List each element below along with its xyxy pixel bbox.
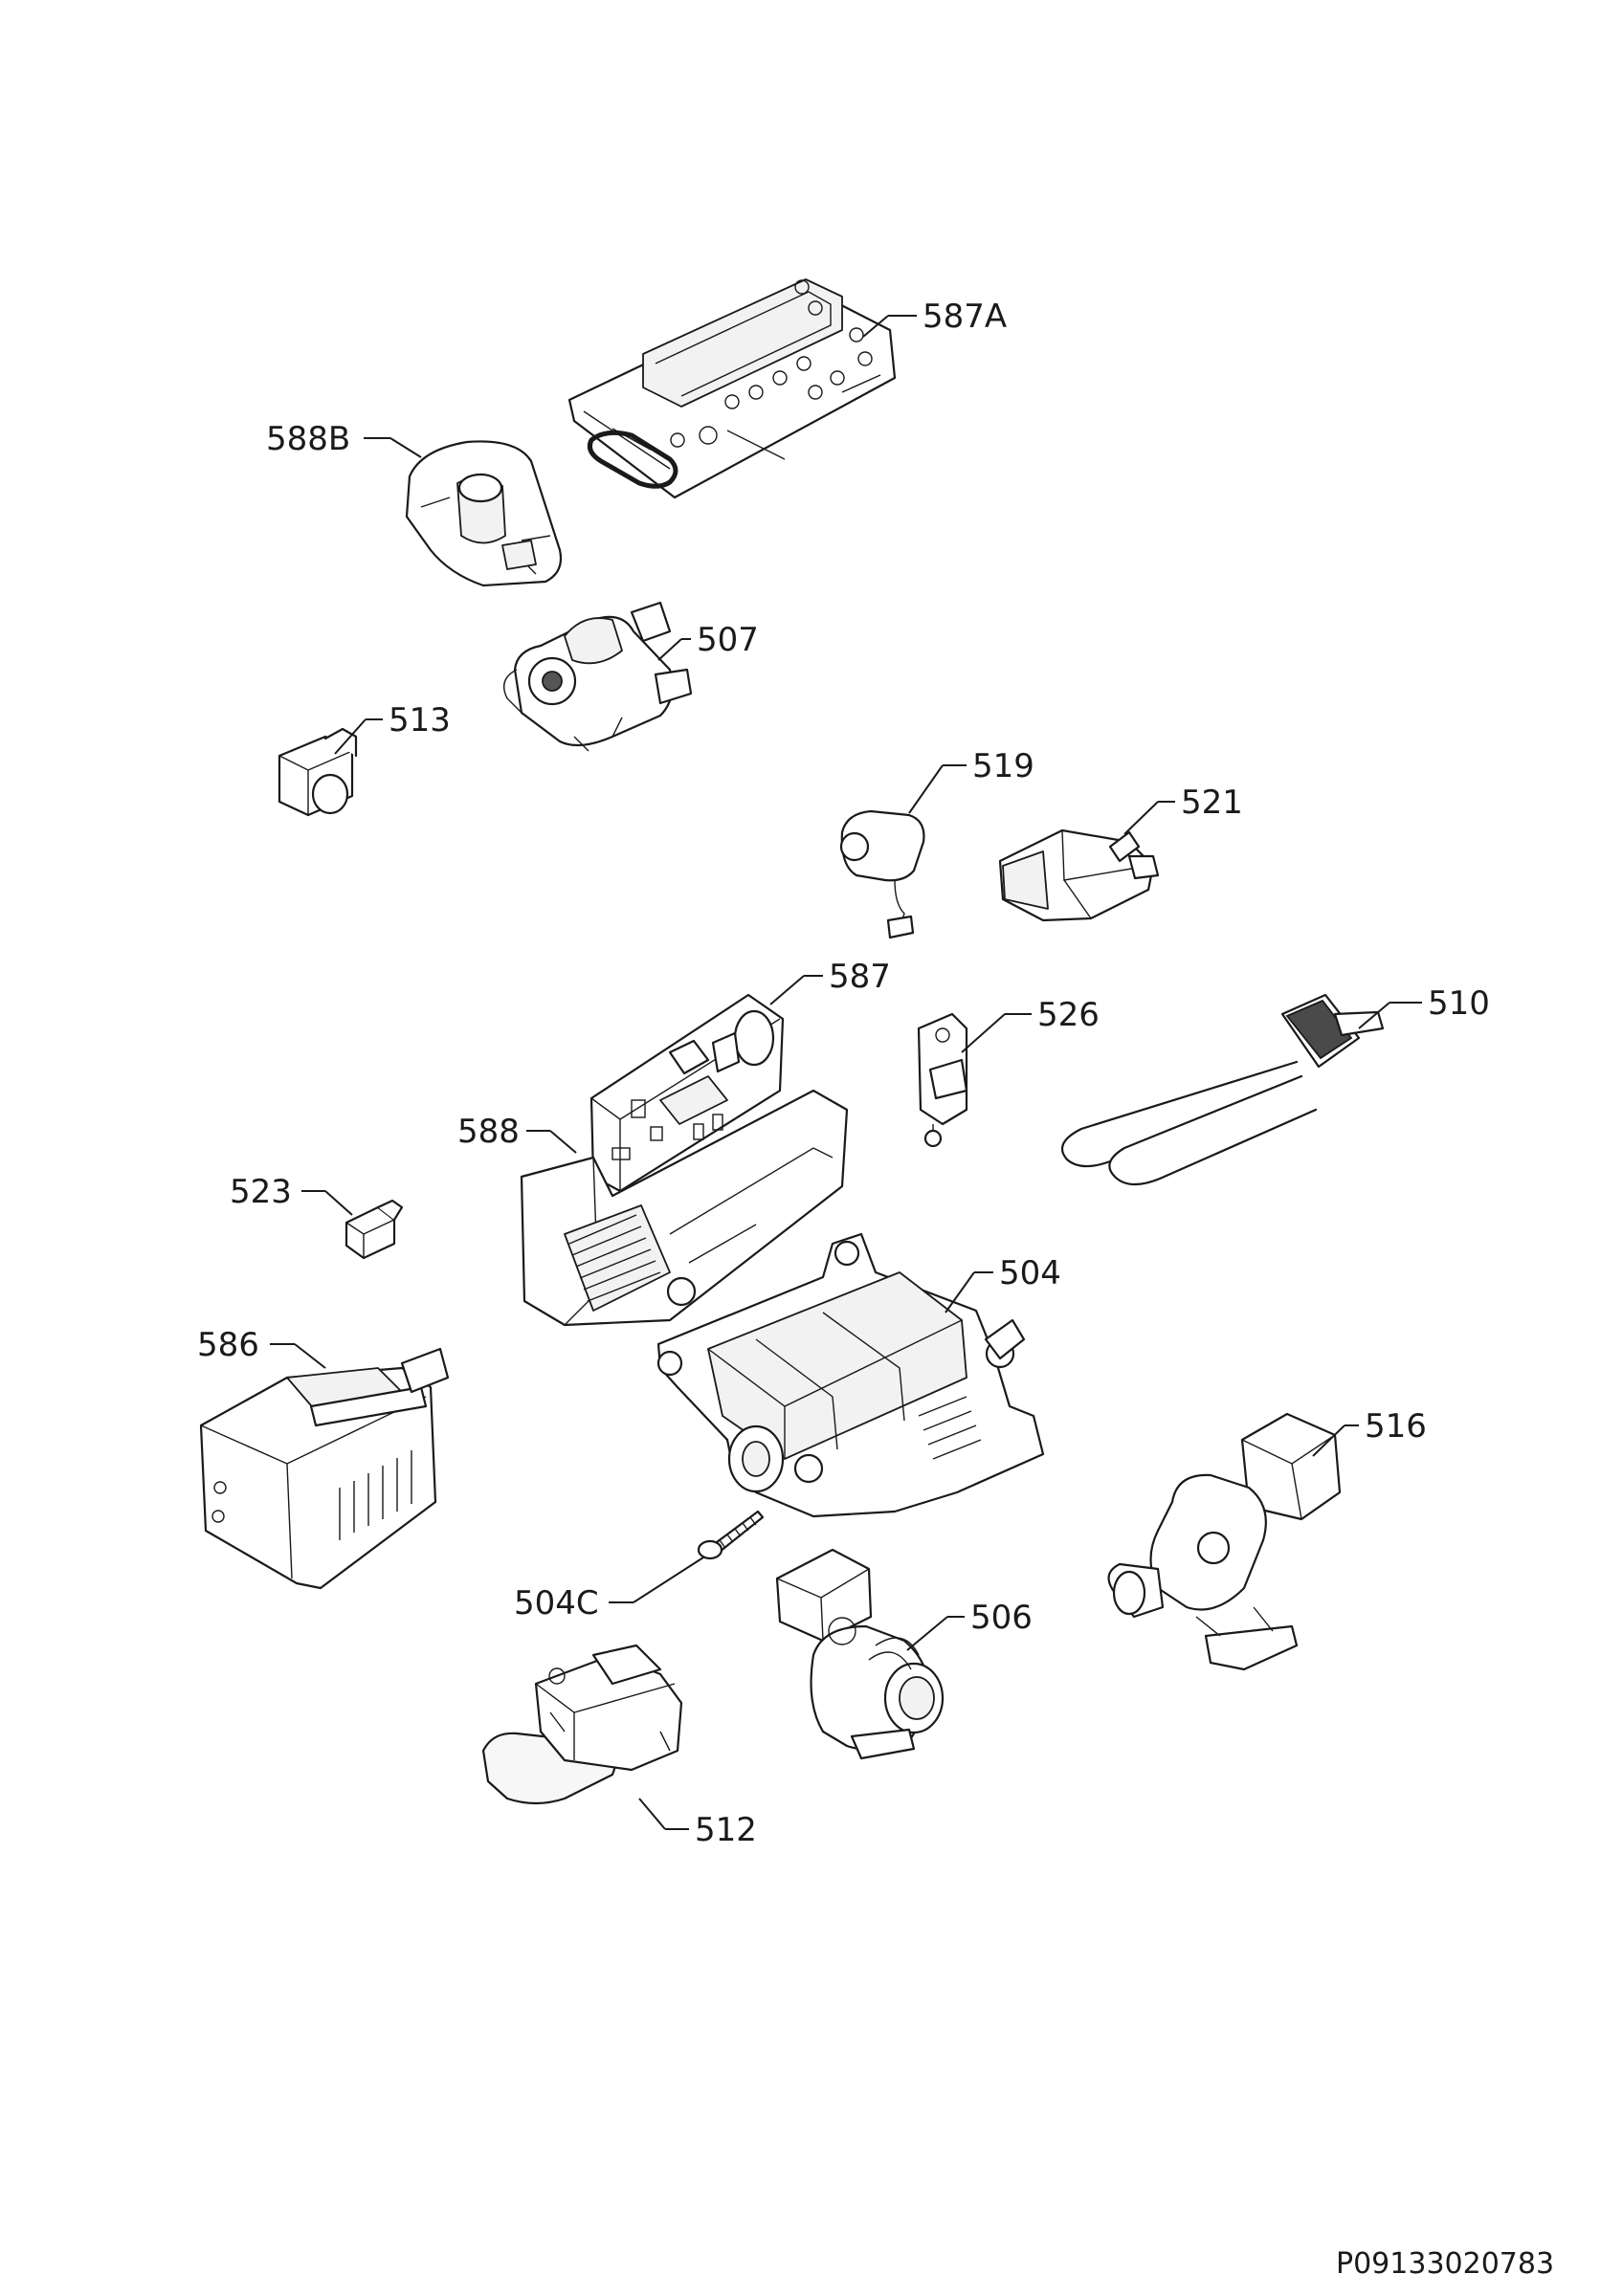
part-586-filter-unit	[199, 1347, 450, 1590]
label-587: 587	[829, 958, 891, 996]
part-506-drain-pump	[775, 1548, 945, 1760]
part-513-component	[278, 727, 358, 817]
label-512: 512	[695, 1811, 757, 1849]
label-586: 586	[197, 1326, 259, 1364]
part-519-pressure-switch	[839, 809, 925, 939]
label-521: 521	[1181, 784, 1243, 822]
label-510: 510	[1428, 984, 1490, 1023]
part-504C-screw	[697, 1510, 765, 1560]
part-507-inlet-valve	[503, 601, 693, 752]
label-519: 519	[972, 747, 1034, 785]
part-521-door-lock	[998, 828, 1160, 922]
part-510-heating-element	[1060, 993, 1385, 1186]
part-523-clip	[345, 1199, 404, 1260]
part-588-board-housing	[520, 1089, 849, 1327]
label-504: 504	[999, 1254, 1061, 1292]
part-526-bracket	[917, 1012, 968, 1148]
label-526: 526	[1037, 996, 1100, 1034]
part-587A-interface-board	[567, 278, 897, 499]
label-506: 506	[970, 1599, 1033, 1637]
label-504C: 504C	[514, 1584, 599, 1623]
label-513: 513	[389, 701, 451, 740]
part-588B-cover	[405, 440, 563, 587]
part-516-circulation-pump	[1107, 1412, 1342, 1671]
label-588: 588	[457, 1113, 520, 1151]
label-507: 507	[697, 621, 759, 659]
label-516: 516	[1365, 1407, 1427, 1446]
label-523: 523	[230, 1173, 292, 1211]
part-512-filter-bracket	[481, 1644, 683, 1805]
label-588B: 588B	[266, 420, 350, 458]
document-code: P09133020783	[1336, 2247, 1554, 2281]
part-504-motor	[656, 1232, 1045, 1518]
label-587A: 587A	[923, 298, 1007, 336]
